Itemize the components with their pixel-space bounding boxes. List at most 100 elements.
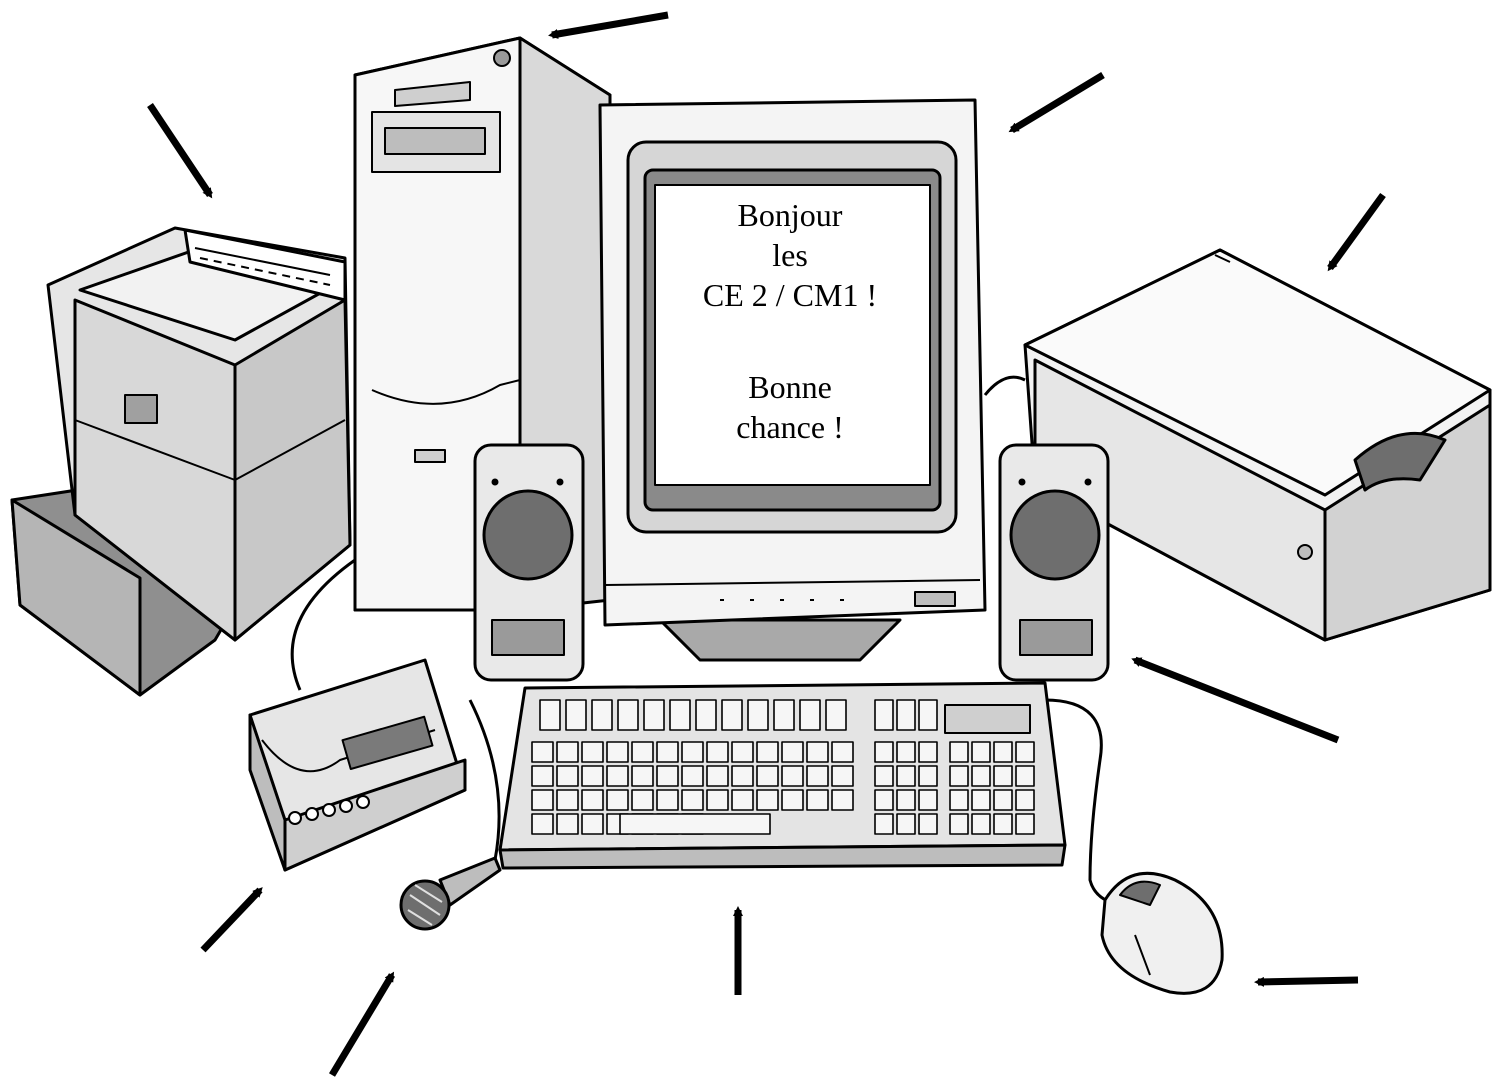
keyboard-key — [657, 742, 678, 762]
keyboard-key — [670, 700, 690, 730]
keyboard-key — [557, 766, 578, 786]
keyboard-key — [722, 700, 742, 730]
keyboard-key — [682, 742, 703, 762]
keyboard-key — [532, 814, 553, 834]
monitor-screen-text: Bonjour les CE 2 / CM1 ! Bonne chance ! — [650, 195, 930, 485]
keyboard-key — [919, 814, 937, 834]
keyboard-key — [607, 766, 628, 786]
keyboard-key — [994, 790, 1012, 810]
keyboard-key — [875, 766, 893, 786]
keyboard-key — [757, 742, 778, 762]
greeting-line-1: Bonjour — [650, 195, 930, 235]
keyboard-key — [782, 766, 803, 786]
microphone — [401, 858, 500, 929]
keyboard-key — [972, 814, 990, 834]
keyboard-key — [592, 700, 612, 730]
keyboard-key — [807, 742, 828, 762]
arrow-monitor — [1012, 75, 1103, 130]
keyboard-key — [972, 766, 990, 786]
keyboard-key — [950, 742, 968, 762]
keyboard-key — [644, 700, 664, 730]
greeting-line-3: CE 2 / CM1 ! — [650, 275, 930, 315]
keyboard-key — [994, 766, 1012, 786]
keyboard-key — [757, 790, 778, 810]
keyboard-key — [897, 742, 915, 762]
keyboard-key — [620, 814, 770, 834]
keyboard-key — [774, 700, 794, 730]
keyboard-key — [582, 814, 603, 834]
arrow-speaker — [1135, 660, 1338, 740]
keyboard-key — [532, 766, 553, 786]
keyboard-key — [582, 790, 603, 810]
keyboard-key — [707, 790, 728, 810]
keyboard-key — [826, 700, 846, 730]
keyboard-key — [557, 790, 578, 810]
keyboard-key — [707, 742, 728, 762]
arrow-microphone — [332, 975, 392, 1075]
keyboard-key — [897, 700, 915, 730]
mouse — [1102, 873, 1222, 993]
keyboard-key — [532, 742, 553, 762]
arrow-mouse — [1258, 980, 1358, 982]
keyboard-key — [1016, 814, 1034, 834]
keyboard-key — [732, 790, 753, 810]
keyboard-key — [972, 742, 990, 762]
keyboard-key — [607, 742, 628, 762]
keyboard-key — [732, 766, 753, 786]
wish-line-2: chance ! — [650, 407, 930, 447]
keyboard-key — [532, 790, 553, 810]
keyboard-key — [607, 790, 628, 810]
keyboard-key — [972, 790, 990, 810]
keyboard-key — [897, 790, 915, 810]
keyboard-key — [832, 790, 853, 810]
keyboard-key — [682, 766, 703, 786]
keyboard-key — [832, 766, 853, 786]
keyboard-key — [657, 790, 678, 810]
keyboard-key — [582, 742, 603, 762]
arrow-printer — [150, 105, 210, 195]
speaker-left — [475, 445, 583, 680]
keyboard-key — [800, 700, 820, 730]
keyboard-key — [657, 766, 678, 786]
arrow-tower — [552, 15, 668, 35]
keyboard-key — [994, 814, 1012, 834]
keyboard-key — [875, 814, 893, 834]
keyboard-key — [582, 766, 603, 786]
keyboard-key — [557, 814, 578, 834]
keyboard-key — [919, 742, 937, 762]
keyboard-key — [682, 790, 703, 810]
speaker-right — [1000, 445, 1108, 680]
arrow-scanner — [1330, 195, 1383, 268]
keyboard-key — [757, 766, 778, 786]
greeting-line-2: les — [650, 235, 930, 275]
keyboard-key — [950, 790, 968, 810]
keyboard-key — [782, 790, 803, 810]
keyboard-key — [1016, 766, 1034, 786]
keyboard-key — [807, 766, 828, 786]
keyboard-key — [748, 700, 768, 730]
keyboard-key — [875, 700, 893, 730]
keyboard-key — [632, 790, 653, 810]
keyboard-key — [832, 742, 853, 762]
keyboard-key — [807, 790, 828, 810]
keyboard-key — [632, 766, 653, 786]
keyboard-key — [618, 700, 638, 730]
keyboard-key — [897, 766, 915, 786]
keyboard-key — [557, 742, 578, 762]
keyboard-key — [782, 742, 803, 762]
keyboard-key — [919, 766, 937, 786]
keyboard-key — [875, 790, 893, 810]
wish-line-1: Bonne — [650, 367, 930, 407]
keyboard-key — [566, 700, 586, 730]
keyboard-key — [1016, 742, 1034, 762]
keyboard-key — [950, 766, 968, 786]
modem — [250, 660, 465, 870]
keyboard-key — [707, 766, 728, 786]
keyboard-key — [632, 742, 653, 762]
keyboard-key — [897, 814, 915, 834]
keyboard-key — [696, 700, 716, 730]
keyboard-key — [919, 790, 937, 810]
keyboard-key — [919, 700, 937, 730]
keyboard — [500, 683, 1065, 868]
